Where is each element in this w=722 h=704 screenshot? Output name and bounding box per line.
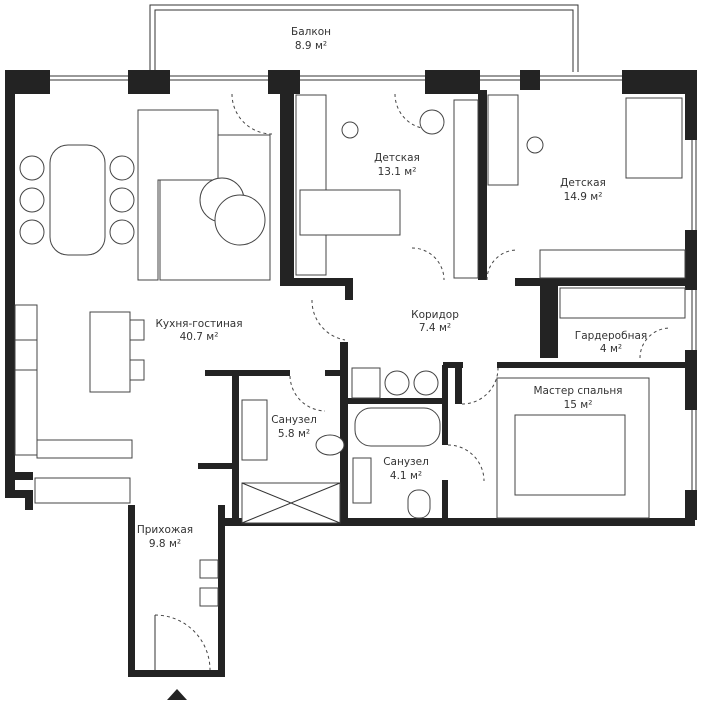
dining-table (49, 144, 106, 256)
room-name-kids-1: Детская (374, 152, 420, 164)
room-area-bathroom-2: 4.1 м² (390, 470, 422, 482)
bathtub (354, 407, 441, 447)
room-area-corridor: 7.4 м² (419, 322, 451, 334)
balcony (149, 4, 579, 72)
room-name-corridor: Коридор (411, 309, 459, 321)
room-area-kids-2: 14.9 м² (564, 191, 603, 203)
bed-1 (299, 189, 401, 236)
windows (15, 75, 697, 500)
room-area-bathroom-1: 5.8 м² (278, 428, 310, 440)
room-area-kitchen-living: 40.7 м² (180, 331, 219, 343)
room-name-kitchen-living: Кухня-гостиная (155, 318, 242, 330)
room-name-bathroom-1: Санузел (271, 414, 317, 426)
room-labels: Балкон 8.9 м² Детская 13.1 м² Детская 14… (137, 26, 647, 550)
furniture (14, 94, 686, 607)
master-bed (514, 414, 626, 496)
sofa (137, 109, 219, 281)
stove (14, 339, 38, 371)
room-area-wardrobe: 4 м² (600, 343, 622, 355)
kitchen-counter (14, 304, 38, 456)
room-area-kids-1: 13.1 м² (378, 166, 417, 178)
room-area-hallway: 9.8 м² (149, 538, 181, 550)
kitchen-island (89, 311, 131, 393)
room-name-master-bedroom: Мастер спальня (534, 385, 623, 397)
room-name-wardrobe: Гардеробная (575, 330, 647, 342)
room-name-bathroom-2: Санузел (383, 456, 429, 468)
entrance-arrow-icon (167, 689, 187, 700)
doors (154, 93, 671, 671)
room-area-balcony: 8.9 м² (295, 40, 327, 52)
room-area-master-bedroom: 15 м² (564, 399, 593, 411)
room-name-hallway: Прихожая (137, 524, 193, 536)
walls (5, 70, 697, 677)
room-name-balcony: Балкон (291, 26, 331, 38)
bed-2 (625, 97, 683, 179)
room-name-kids-2: Детская (560, 177, 606, 189)
